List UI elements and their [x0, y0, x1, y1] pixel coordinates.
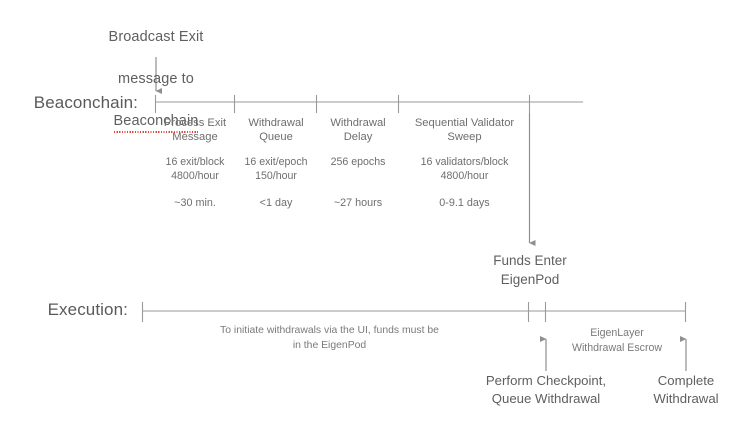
- phase-sequential-validator-sweep-time: 0-9.1 days: [439, 197, 490, 209]
- execution-ui-note: To initiate withdrawals via the UI, fund…: [220, 325, 439, 352]
- phase-withdrawal-delay-name: Withdrawal Delay: [330, 117, 386, 144]
- milestone-complete-withdrawal: Complete Withdrawal: [653, 373, 719, 407]
- execution-timeline: [141, 302, 687, 322]
- beaconchain-spellcheck-word: Beaconchain: [113, 111, 199, 134]
- phase-withdrawal-queue-time: <1 day: [259, 197, 293, 209]
- phase-process-exit-message-time: ~30 min.: [174, 197, 216, 209]
- phase-withdrawal-delay-rate: 256 epochs: [330, 156, 386, 168]
- beaconchain-lane-label: Beaconchain:: [33, 93, 138, 112]
- execution-lane-label: Execution:: [47, 300, 128, 319]
- milestone-perform-checkpoint: Perform Checkpoint, Queue Withdrawal: [485, 373, 607, 407]
- broadcast-exit-line1: Broadcast Exit: [108, 29, 204, 46]
- phase-withdrawal-queue-name: Withdrawal Queue: [248, 117, 304, 144]
- milestone-funds-enter-eigenpod: Funds Enter EigenPod: [493, 253, 567, 287]
- beaconchain-timeline: [154, 95, 583, 113]
- broadcast-exit-line3: Beaconchain: [76, 111, 236, 134]
- broadcast-exit-note: Broadcast Exit message to Beaconchain: [76, 6, 236, 153]
- phase-withdrawal-queue-rate: 16 exit/epoch 150/hour: [244, 156, 308, 182]
- phase-process-exit-message-rate: 16 exit/block 4800/hour: [165, 156, 225, 182]
- phase-sequential-validator-sweep-rate: 16 validators/block 4800/hour: [420, 156, 509, 182]
- broadcast-exit-line2: message to: [118, 71, 194, 88]
- phase-process-exit-message-name: Process Exit Message: [163, 117, 227, 144]
- eigenlayer-withdrawal-escrow-note: EigenLayer Withdrawal Escrow: [571, 327, 663, 355]
- phase-withdrawal-delay-time: ~27 hours: [333, 197, 383, 209]
- phase-sequential-validator-sweep-name: Sequential Validator Sweep: [414, 117, 515, 144]
